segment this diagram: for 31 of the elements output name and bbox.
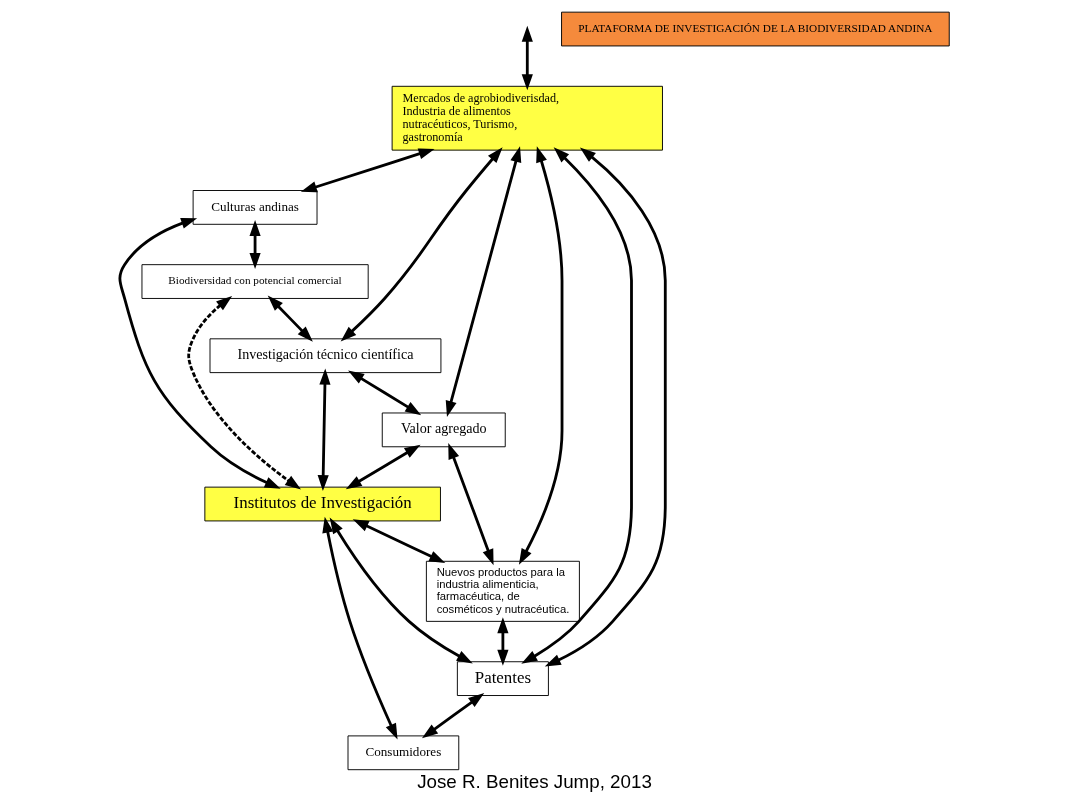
arrow [544, 147, 667, 667]
arrow [187, 295, 302, 490]
arrow [329, 517, 473, 664]
arrow [521, 25, 533, 91]
node-box: Institutos de Investigación [204, 486, 441, 522]
arrow [448, 443, 494, 566]
node-box: Nuevos productos para la industria alimenticia, farmacéutica, de cosméticos y nutracéutica. [425, 560, 580, 622]
node-box: Biodiversidad con potencial comercial [141, 264, 369, 299]
node-box: Mercados de agrobiodiverisdad, Industria de alimentos nutracéuticos, Turismo, gastronomía [391, 85, 663, 151]
arrow [345, 444, 421, 490]
arrow [118, 218, 281, 489]
arrow [317, 368, 331, 492]
caption: Jose R. Benites Jump, 2013 [417, 771, 652, 793]
arrow [445, 146, 522, 417]
arrow [340, 147, 503, 342]
arrow [421, 693, 485, 739]
arrow [267, 295, 313, 342]
arrow [249, 220, 261, 269]
arrow [518, 146, 564, 565]
node-box: Valor agregado [381, 412, 506, 448]
arrow [352, 519, 446, 564]
arrow [497, 617, 509, 666]
node-box: Consumidores [347, 735, 460, 771]
node-box: Patentes [456, 661, 549, 696]
arrow [300, 148, 435, 193]
arrow [521, 147, 633, 664]
node-box: PLATAFORMA DE INVESTIGACIÓN DE LA BIODIVERSIDAD ANDINA [561, 11, 950, 47]
arrow [348, 370, 422, 416]
arrow [322, 516, 398, 740]
node-box: Culturas andinas [192, 190, 318, 225]
node-box: Investigación técnico científica [209, 338, 442, 374]
